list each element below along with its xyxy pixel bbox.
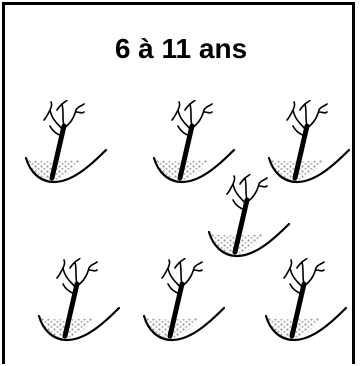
planted-tree-icon [262,258,348,356]
planted-tree-icon [35,258,121,356]
age-range-title: 6 à 11 ans [114,33,248,64]
planted-tree-icon [140,258,226,356]
planted-tree-icon [22,100,108,198]
